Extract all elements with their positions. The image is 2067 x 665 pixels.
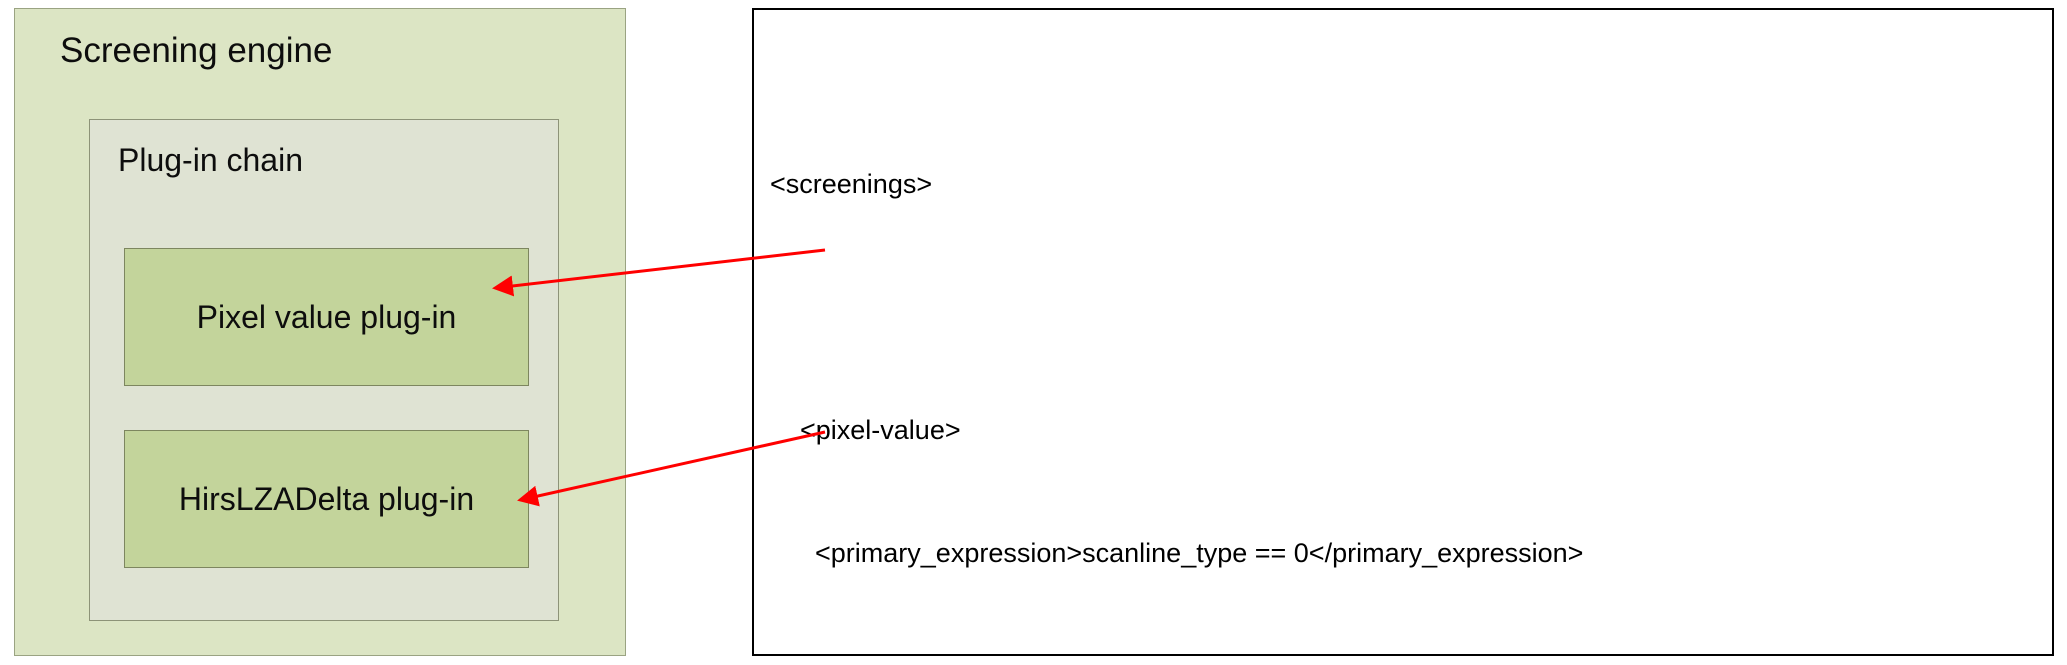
pixel-value-plugin-label: Pixel value plug-in [196,298,457,335]
xml-line: <screenings> [770,169,933,199]
xml-line: <pixel-value> [770,415,961,445]
hirs-lza-delta-plugin-box: HirsLZADelta plug-in [124,430,529,568]
xml-config-panel: <screenings> <pixel-value> <primary_expr… [752,8,2054,665]
screening-engine-title: Screening engine [60,31,333,70]
xml-line: <primary_expression>scanline_type == 0</… [770,538,1584,568]
hirs-lza-delta-plugin-label: HirsLZADelta plug-in [178,480,475,517]
screening-engine-box: Screening engine Plug-in chain Pixel val… [14,8,626,656]
plugin-chain-title: Plug-in chain [118,142,303,178]
pixel-value-plugin-box: Pixel value plug-in [124,248,529,386]
xml-line: <secondary_expression>scanline_type == 0… [770,656,1653,665]
plugin-chain-box: Plug-in chain Pixel value plug-in HirsLZ… [89,119,559,621]
xml-line [770,287,1653,328]
xml-code-block: <screenings> <pixel-value> <primary_expr… [770,82,1653,665]
